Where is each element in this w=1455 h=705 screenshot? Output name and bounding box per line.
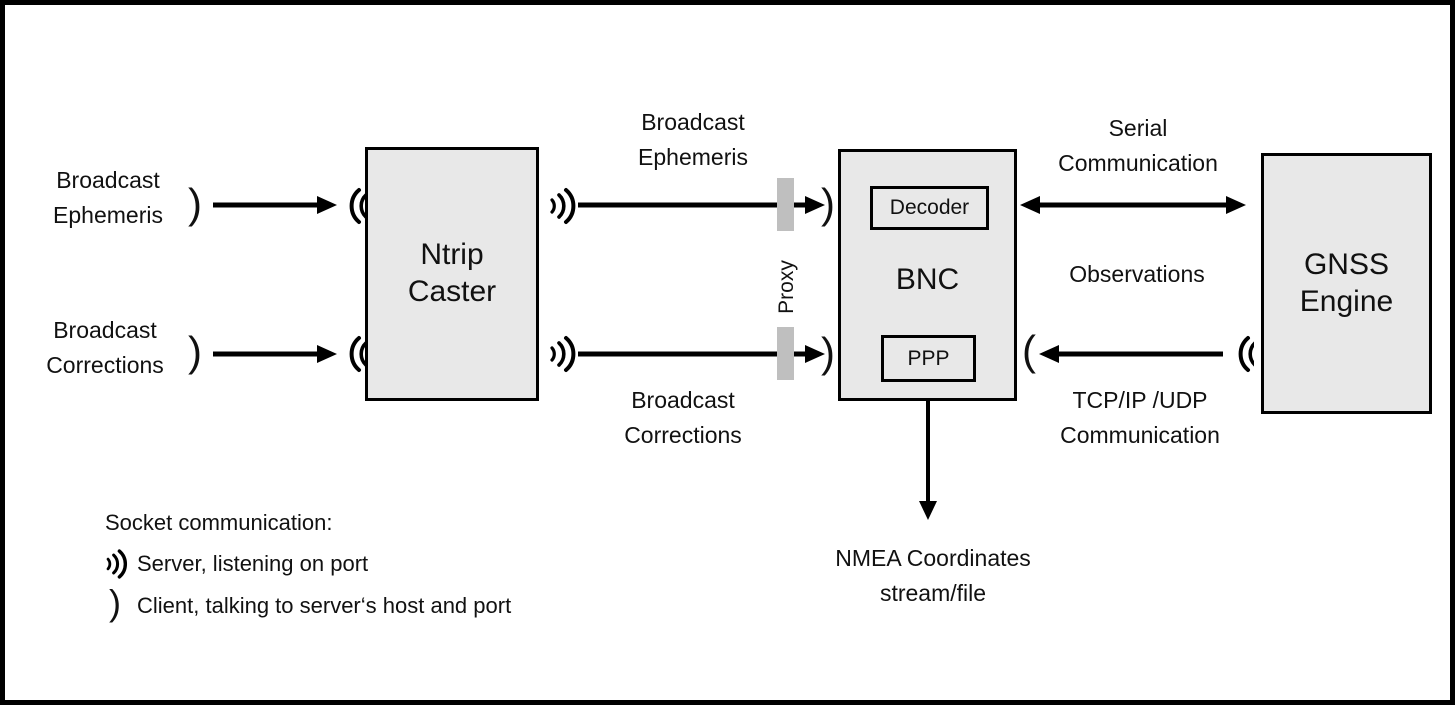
client-paren-icon-bnc-observations-in: (: [1022, 327, 1036, 374]
server-wave-icon-caster-corrections-out: [550, 336, 576, 372]
client-paren-icon-corrections-in: ): [188, 328, 202, 375]
server-wave-icon-legend: [106, 549, 127, 579]
label-tcpip-udp-communication: TCP/IP /UDP Communication: [1060, 387, 1220, 448]
node-bnc-decoder[interactable]: Decoder: [870, 186, 989, 230]
server-wave-icon-gnss-observations-out: [1238, 336, 1254, 372]
arrow-bnc-to-nmea: [919, 401, 937, 520]
label-serial-communication: Serial Communication: [1058, 115, 1218, 176]
arrow-caster-ephemeris-to-bnc: [578, 196, 825, 214]
server-wave-icon-caster-ephemeris-out: [550, 188, 576, 224]
arrow-ephemeris-to-caster: [213, 196, 337, 214]
node-bnc-label: BNC: [895, 263, 960, 296]
node-gnss-engine[interactable]: GNSS Engine: [1261, 153, 1432, 414]
server-wave-icon-caster-ephemeris-in: [349, 188, 365, 224]
server-wave-icon-caster-corrections-in: [349, 336, 365, 372]
client-paren-icon-bnc-corrections-in: ): [821, 329, 835, 376]
legend-item-client-label: Client, talking to server‘s host and por…: [137, 593, 512, 618]
label-proxy: Proxy: [775, 260, 798, 314]
label-mid-broadcast-corrections: Broadcast Corrections: [624, 387, 742, 448]
proxy-bar-corrections: [777, 327, 794, 380]
client-paren-icon-ephemeris-in: ): [188, 180, 202, 227]
client-paren-icon-legend: ): [109, 582, 121, 623]
label-mid-broadcast-ephemeris: Broadcast Ephemeris: [638, 109, 748, 170]
arrow-corrections-to-caster: [213, 345, 337, 363]
label-observations: Observations: [1069, 261, 1205, 287]
arrow-serial-bidirectional: [1020, 196, 1246, 214]
arrow-observations-to-bnc: [1039, 345, 1223, 363]
node-ntrip-caster[interactable]: Ntrip Caster: [365, 147, 539, 401]
legend-item-server-label: Server, listening on port: [137, 551, 369, 576]
node-bnc[interactable]: Decoder BNC PPP: [838, 149, 1017, 401]
node-bnc-ppp[interactable]: PPP: [881, 335, 976, 382]
client-paren-icon-bnc-ephemeris-in: ): [821, 180, 835, 227]
legend-title: Socket communication:: [105, 510, 333, 535]
label-input-broadcast-corrections: Broadcast Corrections: [46, 317, 164, 378]
label-nmea-output: NMEA Coordinates stream/file: [835, 545, 1031, 606]
arrow-caster-corrections-to-bnc: [578, 345, 825, 363]
label-input-broadcast-ephemeris: Broadcast Ephemeris: [53, 167, 163, 228]
proxy-bar-ephemeris: [777, 178, 794, 231]
